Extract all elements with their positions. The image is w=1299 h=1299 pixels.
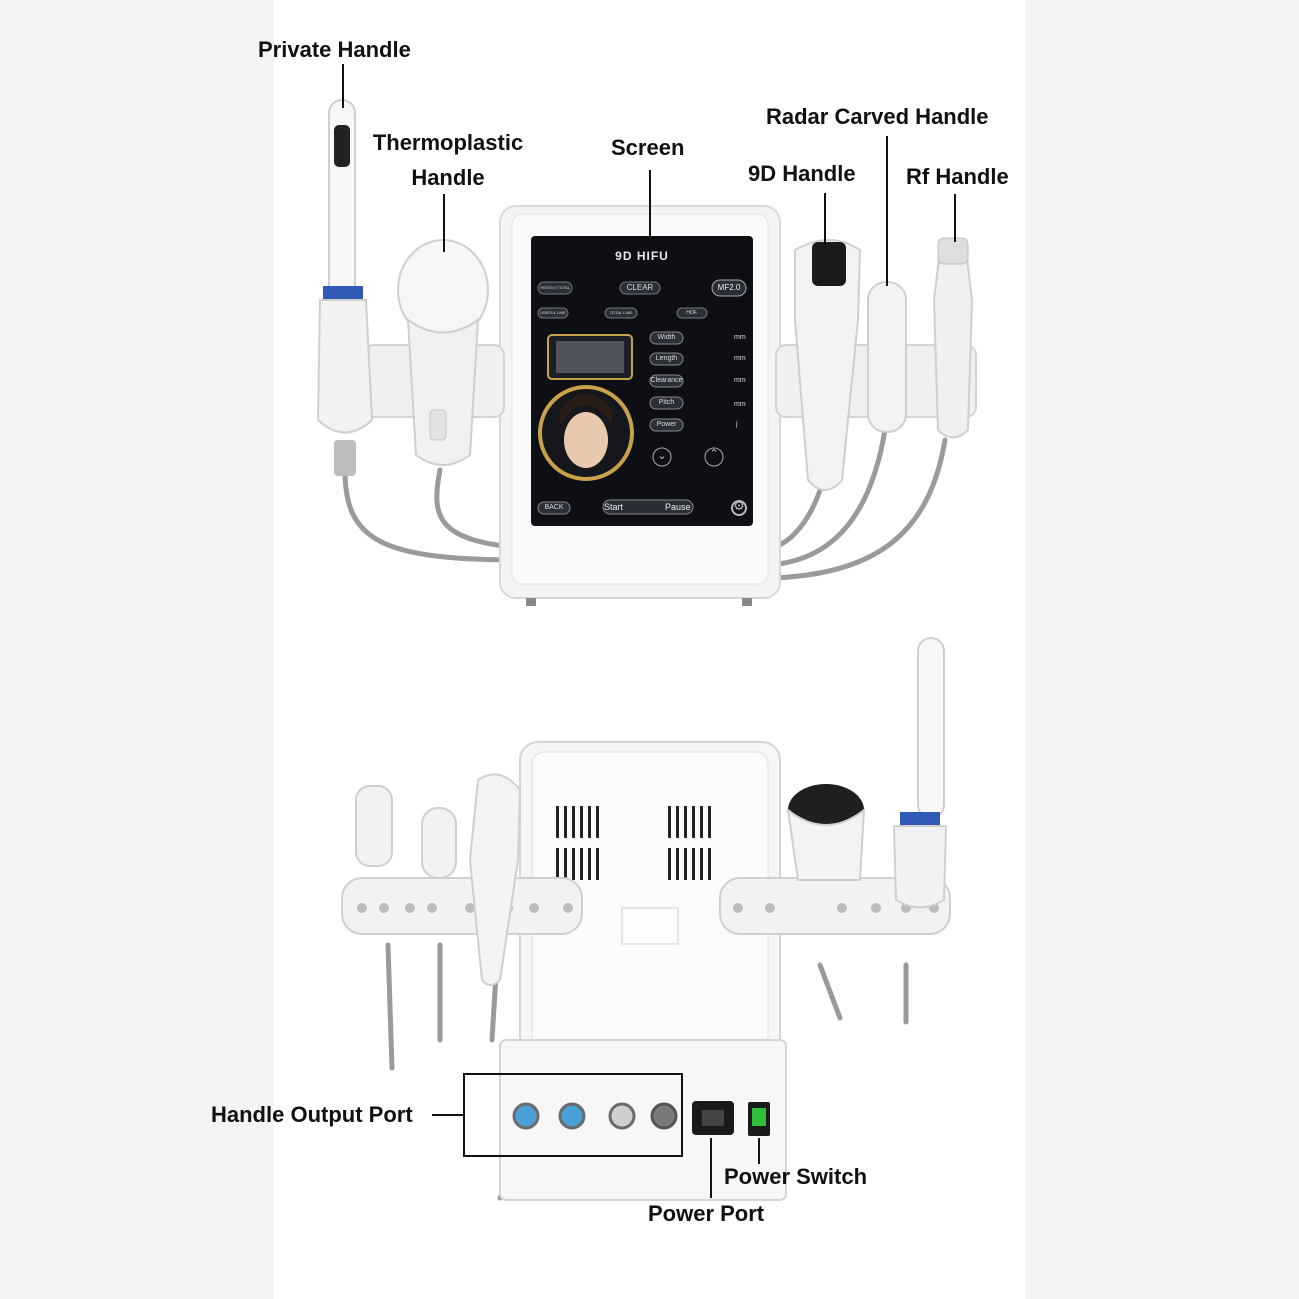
param-length-unit: mm bbox=[734, 355, 746, 362]
total-line-label: TOTAL LINE bbox=[609, 310, 633, 315]
leader-power-switch bbox=[758, 1138, 760, 1164]
clear-button[interactable]: CLEAR bbox=[626, 283, 654, 292]
label-private-handle: Private Handle bbox=[258, 37, 411, 62]
label-rf-handle: Rf Handle bbox=[906, 164, 1009, 189]
radar-handle-front bbox=[867, 281, 907, 433]
screen-display bbox=[531, 236, 753, 526]
chevron-down-icon[interactable]: ⌄ bbox=[657, 449, 667, 462]
screen-title: 9D HIFU bbox=[615, 249, 669, 263]
leader-private-handle bbox=[342, 64, 344, 108]
back-vents bbox=[556, 806, 711, 880]
label-radar-carved-handle: Radar Carved Handle bbox=[766, 104, 989, 129]
param-clearance-button[interactable]: Clearance bbox=[650, 377, 683, 384]
gear-icon[interactable]: ⚙ bbox=[733, 499, 745, 514]
param-width-unit: mm bbox=[734, 334, 746, 341]
private-handle-front bbox=[316, 99, 374, 476]
front-cables bbox=[342, 427, 948, 581]
start-button[interactable]: Start bbox=[604, 502, 624, 512]
label-thermoplastic-line1: Thermoplastic bbox=[372, 130, 524, 155]
leader-power-port bbox=[710, 1138, 712, 1198]
param-pitch-button[interactable]: Pitch bbox=[658, 399, 675, 406]
hof-label: HOF. bbox=[686, 310, 698, 316]
param-length-button[interactable]: Length bbox=[655, 355, 678, 362]
handle-output-port-box bbox=[463, 1073, 683, 1157]
device-back-body bbox=[499, 741, 787, 1201]
rf-handle-front bbox=[932, 237, 974, 439]
leader-thermoplastic bbox=[443, 194, 445, 252]
bracket-holes bbox=[357, 903, 939, 913]
thermoplastic-handle-front bbox=[397, 239, 489, 466]
back-brackets bbox=[341, 877, 951, 935]
back-button[interactable]: BACK bbox=[544, 504, 564, 511]
label-power-switch: Power Switch bbox=[724, 1164, 868, 1189]
param-clearance-unit: mm bbox=[734, 377, 746, 384]
param-pitch-unit: mm bbox=[734, 401, 746, 408]
pause-button[interactable]: Pause bbox=[665, 502, 691, 512]
param-power-button[interactable]: Power bbox=[656, 421, 677, 428]
leader-screen bbox=[649, 170, 651, 246]
back-handles bbox=[355, 637, 948, 986]
label-9d-handle: 9D Handle bbox=[748, 161, 856, 186]
leader-rf bbox=[954, 194, 956, 242]
useful-line-label: USEFUL LINE bbox=[540, 310, 566, 315]
mode-button[interactable]: MF2.0 bbox=[717, 283, 741, 292]
label-power-port: Power Port bbox=[648, 1201, 765, 1226]
leader-9d bbox=[824, 193, 826, 245]
param-power-unit: j bbox=[736, 421, 738, 428]
leader-output-port bbox=[432, 1114, 464, 1116]
label-handle-output-port: Handle Output Port bbox=[211, 1102, 413, 1127]
9d-handle-front bbox=[794, 239, 862, 491]
label-thermoplastic-line2: Handle bbox=[411, 165, 485, 190]
param-width-button[interactable]: Width bbox=[657, 334, 676, 341]
label-screen: Screen bbox=[611, 135, 685, 160]
patient-total-button[interactable]: PATIENT TOTAL bbox=[540, 285, 570, 290]
chevron-up-icon[interactable]: ⌃ bbox=[709, 447, 719, 460]
leader-radar bbox=[886, 136, 888, 286]
